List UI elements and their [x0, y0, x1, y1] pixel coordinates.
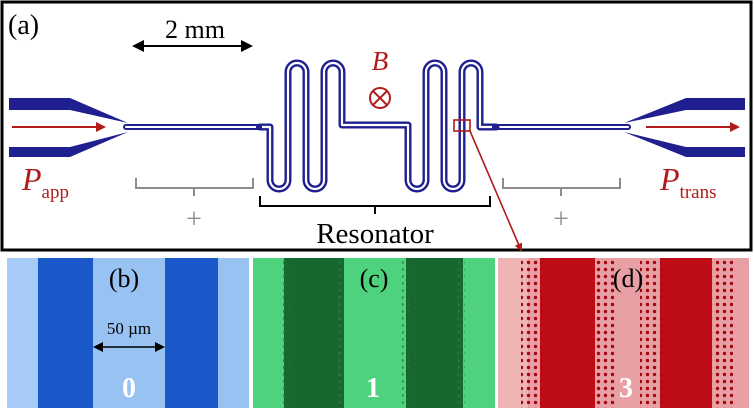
panel-b-strip-right [165, 258, 218, 408]
panel-a: 2 mm (a) B Papp Ptrans + + Resonator [0, 0, 753, 252]
panel-b-index: 0 [122, 373, 136, 404]
panel-d-label: (d) [613, 264, 643, 293]
panel-c-strip-right [406, 258, 463, 408]
resonator-brace [259, 196, 491, 214]
field-into-page-icon [369, 87, 391, 109]
left-plus-label: + [186, 204, 202, 235]
panel-d-strip-right [660, 258, 712, 408]
field-symbol: B [372, 46, 389, 76]
scale-arrow-right-icon [155, 342, 165, 352]
panel-d-strip-left [540, 258, 595, 408]
zoom-region-box [453, 119, 471, 132]
right-feedline-brace [502, 178, 621, 196]
scale-arrow-left-icon [93, 342, 103, 352]
meander-resonator [256, 59, 500, 193]
zoom-arrow [469, 130, 523, 252]
panel-b-scale-label: 50 µm [107, 319, 151, 338]
panel-d-index: 3 [619, 373, 633, 404]
right-plus-label: + [553, 204, 569, 235]
scale-bar-2mm [132, 40, 253, 52]
output-power-label: Ptrans [659, 161, 716, 203]
left-launcher [9, 98, 128, 157]
panel-b-strip-left [38, 258, 93, 408]
right-launcher [624, 98, 745, 157]
panel-c-index: 1 [366, 373, 380, 404]
input-power-label: Papp [21, 161, 69, 203]
panel-c-strip-left [284, 258, 344, 408]
scale-bar-label: 2 mm [165, 15, 225, 44]
left-feedline-brace [135, 178, 254, 196]
panel-c: (c) 1 [253, 258, 495, 408]
panel-a-label: (a) [8, 10, 39, 41]
panel-b: (b) 50 µm 0 [7, 258, 249, 408]
resonator-label: Resonator [316, 218, 434, 250]
panel-c-label: (c) [360, 264, 389, 293]
panel-b-label: (b) [109, 264, 139, 293]
panel-d: (d) 3 [498, 258, 749, 408]
